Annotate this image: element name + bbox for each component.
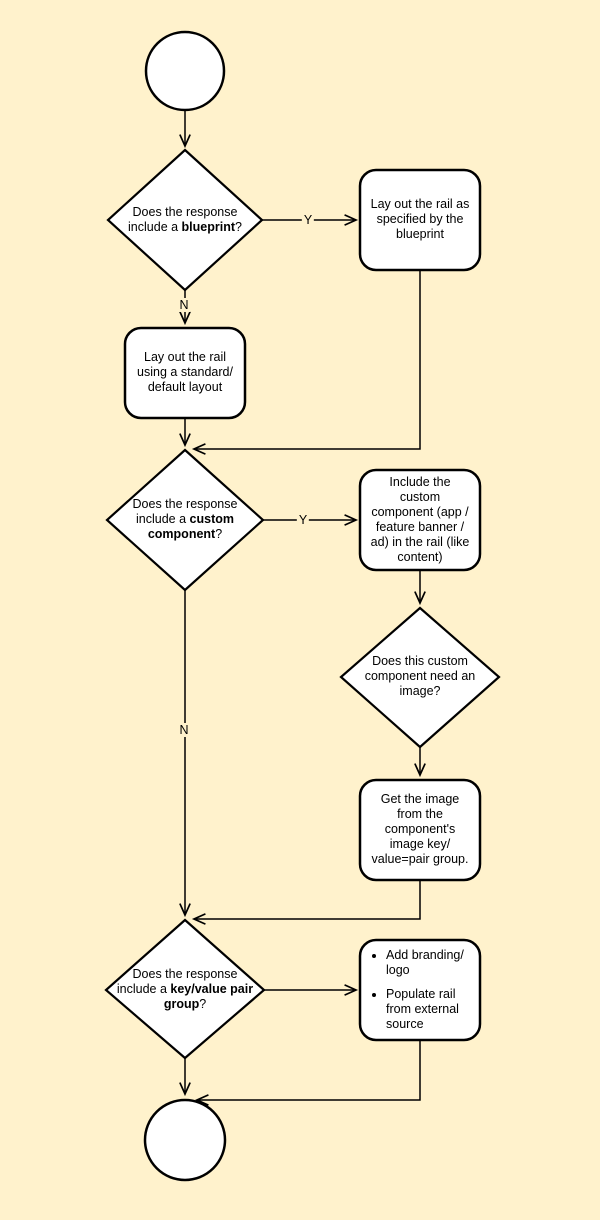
end-node [143,1098,227,1182]
edge-branding-to-end [194,1040,421,1106]
edge-label-blueprint-no: N [177,298,191,312]
edge-label-blueprint-yes: Y [301,213,315,227]
start-node [144,30,226,112]
process-blueprint-layout-box [358,168,482,272]
edge-label-custom-no: N [177,723,191,737]
decision-needs-image-diamond [339,606,501,749]
edge-get-image-to-kv-decision [191,880,421,925]
process-branding-box [358,938,482,1042]
process-include-component-box [358,468,482,572]
decision-blueprint-diamond [106,148,264,292]
decision-custom-component-diamond [105,448,265,592]
process-default-layout-box [123,326,247,420]
edge-blueprint-layout-to-custom-decision [191,270,421,455]
edge-label-custom-yes: Y [296,513,310,527]
process-get-image-box [358,778,482,882]
decision-kv-group-diamond [104,918,266,1060]
